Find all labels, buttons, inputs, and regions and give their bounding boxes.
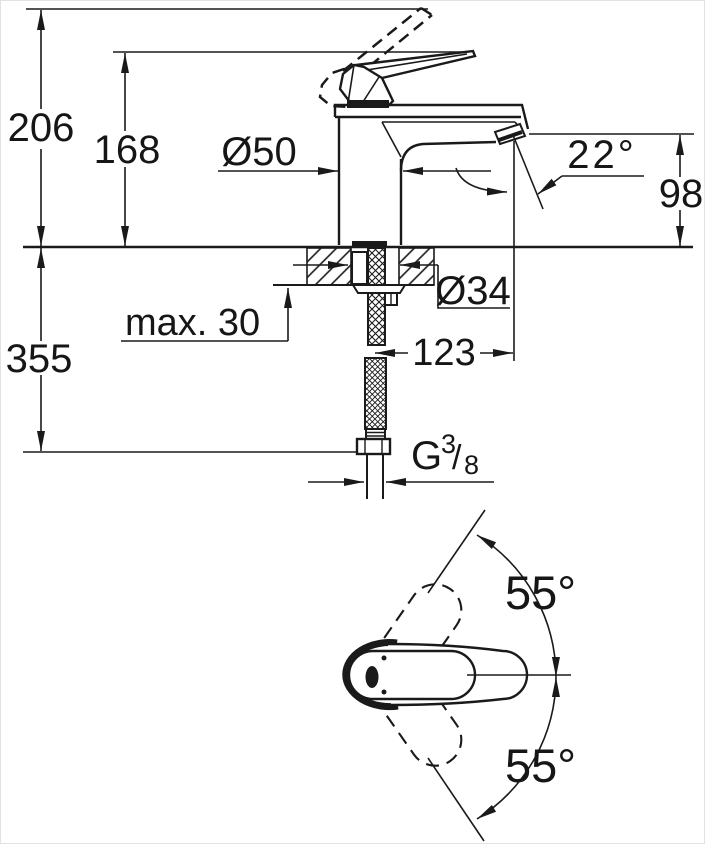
dim-height-to-handle: 168 — [94, 128, 161, 172]
dim-mounting-hole-diameter: Ø34 — [435, 269, 511, 313]
dim-swivel-lower: 55° — [505, 739, 576, 792]
extension-lines — [23, 8, 694, 453]
dim-thread-size: G 3 / 8 — [411, 429, 479, 480]
handle-lever — [338, 49, 477, 108]
dim-swivel-upper: 55° — [505, 566, 576, 619]
dim-outlet-height: 98 — [659, 172, 704, 216]
dim-overall-height: 206 — [8, 106, 75, 150]
dim-body-diameter: Ø50 — [221, 130, 297, 174]
base-ring — [342, 639, 399, 711]
side-view: 206 168 Ø50 22° 98 max. 30 Ø34 355 123 G… — [6, 6, 704, 499]
threaded-shank-upper — [367, 247, 386, 286]
swivel-angle-dimension — [427, 509, 571, 842]
flow-direction-arrow — [455, 167, 508, 196]
washer — [351, 284, 407, 294]
dim-height-below-deck: 355 — [6, 337, 73, 381]
connection-nut — [355, 437, 392, 456]
handle-swivel-dashed — [371, 583, 463, 767]
dimension-lines — [37, 10, 684, 486]
lever-marker — [365, 666, 379, 688]
counter-hatch-right — [398, 247, 435, 286]
hose-collar — [365, 428, 386, 440]
dim-spout-angle: 22° — [567, 133, 637, 177]
water-stream-line — [512, 134, 544, 210]
mounting-section — [273, 247, 435, 499]
thread-numerator: 3 — [441, 429, 456, 459]
thread-prefix: G — [411, 434, 442, 478]
mounting-stud — [351, 251, 368, 285]
counter-hatch-left — [306, 247, 352, 286]
thread-slash: / — [452, 439, 462, 477]
thread-denominator: 8 — [464, 450, 479, 480]
dim-max-mounting-thickness: max. 30 — [125, 302, 260, 344]
threaded-shank-lower — [367, 292, 386, 346]
base-seal-band — [352, 241, 387, 247]
flexible-hose — [364, 357, 387, 430]
faucet-body — [333, 103, 544, 247]
dim-spout-reach: 123 — [412, 332, 475, 374]
top-view: 55° 55° — [342, 509, 576, 842]
